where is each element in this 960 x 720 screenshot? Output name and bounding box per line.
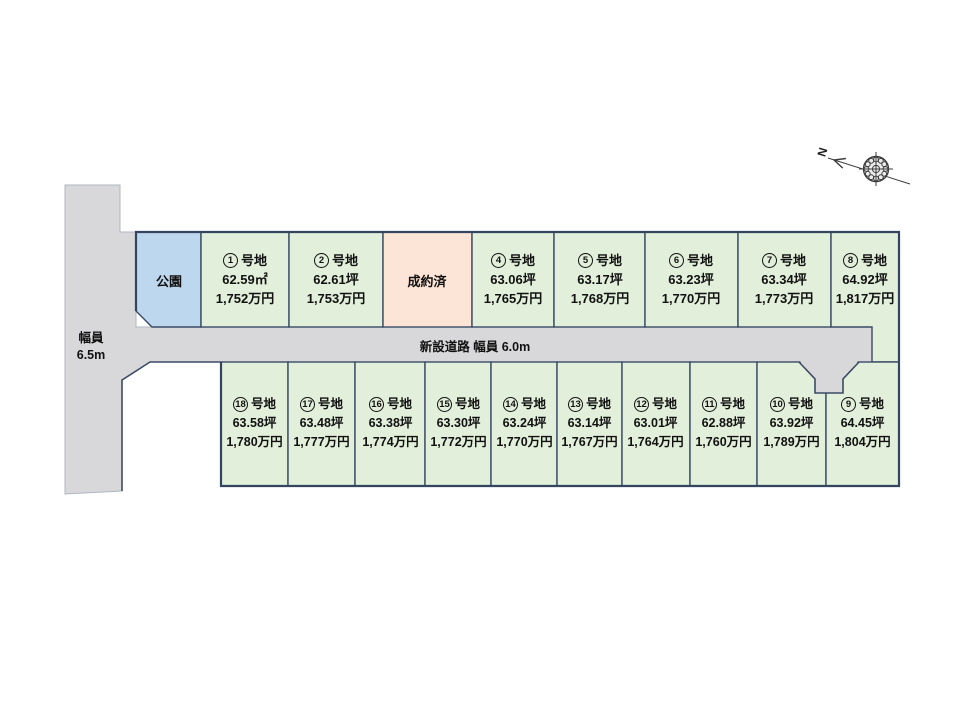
lot-14-parcel [490,361,558,487]
compass-north-label: N [814,146,830,158]
white-gap-boundary [121,361,221,491]
lot-17-parcel [287,361,356,487]
lot-11-parcel [689,361,758,487]
lot-7-parcel [737,231,832,328]
road-stub-shape [799,360,859,393]
lot-1-parcel [200,231,290,328]
lot-13-parcel [556,361,623,487]
subdivision-outer-boundary [134,230,901,488]
lot-2-parcel [288,231,384,328]
lot-4-parcel [471,231,555,328]
lot-9-parcel [825,361,900,487]
lot-6-parcel [644,231,739,328]
lot-18-parcel [220,361,289,487]
lot-12-parcel [621,361,691,487]
lot-5-parcel [553,231,646,328]
lot-16-parcel [354,361,426,487]
lot-15-parcel [424,361,492,487]
sold-parcel [382,231,473,328]
compass-icon: N [814,146,911,186]
park-parcel [135,231,202,328]
road-stub-outline [798,361,860,394]
